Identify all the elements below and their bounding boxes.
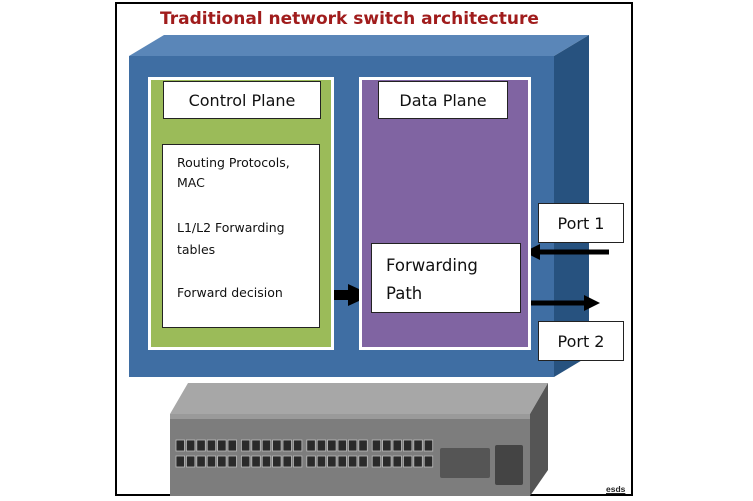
port-1-box: Port 1: [538, 203, 624, 243]
forwarding-path-line-1: Forwarding: [386, 256, 478, 275]
arrow-port1-in: [524, 244, 609, 260]
forwarding-tables-text-1: L1/L2 Forwarding: [177, 220, 285, 235]
forwarding-tables-text-2: tables: [177, 242, 216, 257]
data-plane-label: Data Plane: [378, 81, 508, 119]
chassis-top: [129, 35, 589, 56]
diagram-title: Traditional network switch architecture: [160, 9, 539, 29]
switch-port-grid: [175, 439, 434, 468]
port-2-box: Port 2: [538, 321, 624, 361]
forwarding-path-line-2: Path: [386, 284, 423, 303]
credit-text: esds: [606, 484, 626, 494]
network-switch-image: [170, 383, 548, 496]
forwarding-path-box: Forwarding Path: [371, 243, 521, 313]
routing-protocols-text: Routing Protocols,: [177, 155, 290, 170]
mac-text: MAC: [177, 175, 205, 190]
forward-decision-text: Forward decision: [177, 285, 283, 300]
control-plane-content: Routing Protocols, MAC L1/L2 Forwarding …: [162, 144, 320, 328]
control-plane-label: Control Plane: [163, 81, 321, 119]
